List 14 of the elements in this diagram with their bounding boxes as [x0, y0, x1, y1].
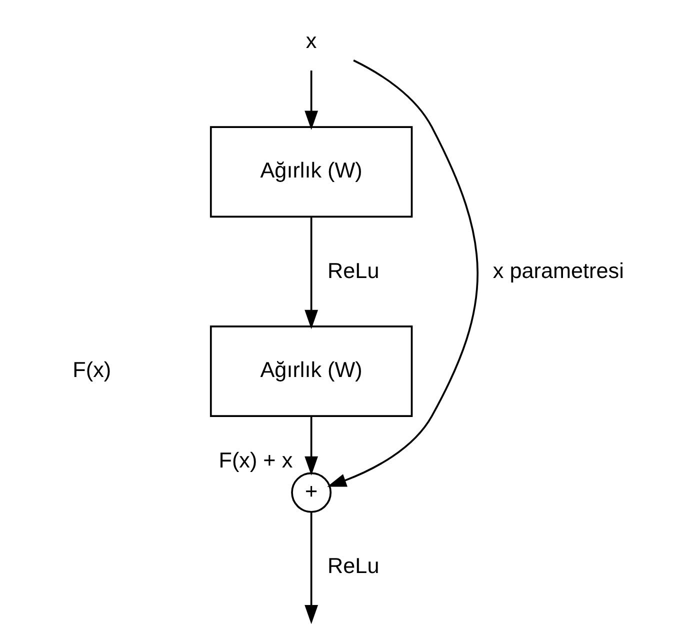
arrow [326, 60, 478, 487]
label: F(x) [72, 356, 111, 382]
node-text: x [305, 28, 316, 53]
arrow [304, 70, 318, 130]
node-box: Ağırlık (W) [209, 326, 412, 417]
arrow [304, 416, 318, 476]
edge-label: x parametresi [492, 258, 624, 284]
edge-label: ReLu [327, 553, 379, 578]
node-box: Ağırlık (W) [209, 126, 412, 218]
node-label: F(x) + x [218, 447, 292, 472]
arrow [304, 217, 318, 330]
arrow [304, 512, 318, 624]
edge-label: ReLu [327, 258, 379, 284]
node-circle: + [290, 472, 332, 513]
